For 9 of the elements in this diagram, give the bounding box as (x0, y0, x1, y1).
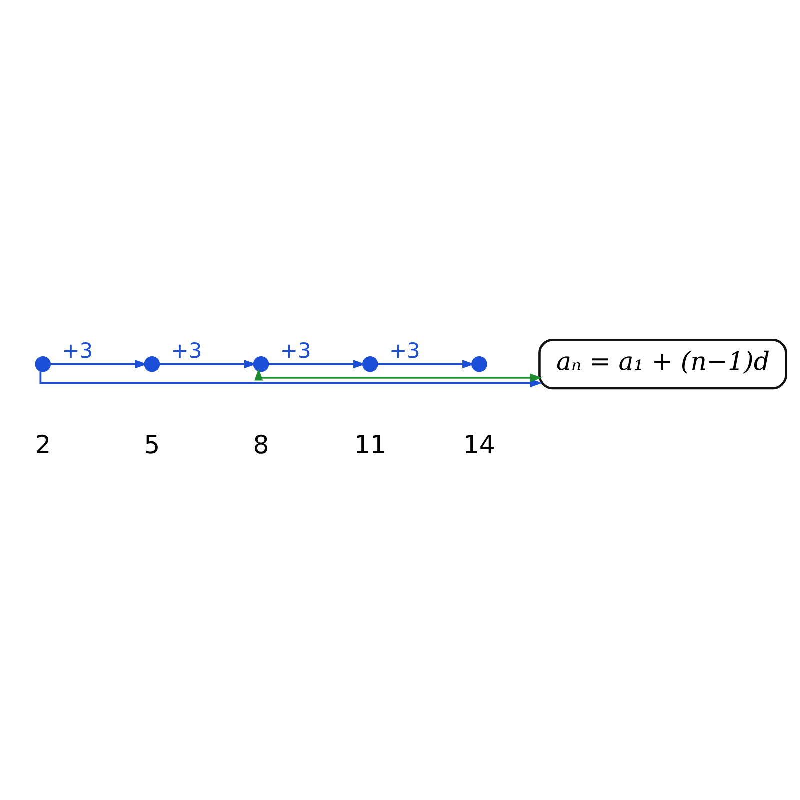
node-label: 2 (34, 430, 51, 460)
node-label: 8 (252, 430, 269, 460)
edge-label: +3 (280, 338, 311, 363)
node-label: 14 (462, 430, 495, 460)
node-label: 5 (144, 430, 160, 460)
node-label: 11 (354, 430, 386, 460)
edge-label: +3 (62, 338, 93, 363)
edge-label: +3 (170, 338, 202, 363)
edge-label: +3 (388, 338, 420, 363)
